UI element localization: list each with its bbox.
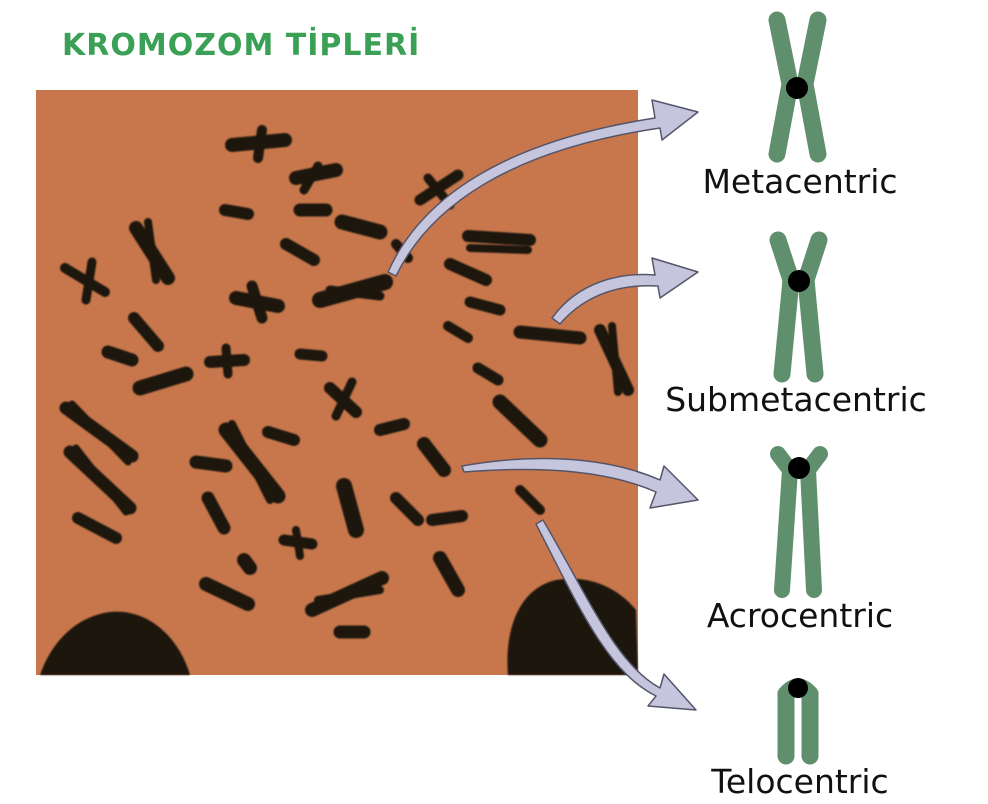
chromosome-spread bbox=[40, 125, 638, 675]
interphase-nucleus bbox=[507, 578, 638, 675]
photo-chromosome bbox=[68, 400, 132, 466]
photo-chromosome bbox=[390, 492, 424, 526]
centromere bbox=[788, 457, 810, 479]
arrow-to-metacentric bbox=[387, 99, 699, 277]
chromatid bbox=[770, 446, 799, 598]
photo-chromosome bbox=[128, 312, 164, 352]
photo-chromosome bbox=[336, 478, 364, 538]
photo-chromosome bbox=[228, 420, 274, 504]
photo-chromosome bbox=[299, 161, 323, 195]
label-telocentric: Telocentric bbox=[711, 762, 889, 801]
photo-chromosome bbox=[417, 437, 451, 477]
chromatid bbox=[799, 446, 828, 598]
photo-chromosome bbox=[101, 345, 139, 367]
acrocentric-chromosome bbox=[770, 446, 828, 598]
label-submetacentric: Submetacentric bbox=[665, 380, 927, 419]
arrow-to-acrocentric bbox=[461, 457, 699, 509]
photo-chromosome bbox=[72, 512, 122, 544]
photo-chromosome bbox=[219, 204, 254, 220]
label-acrocentric: Acrocentric bbox=[706, 596, 894, 635]
photo-chromosome bbox=[515, 485, 545, 515]
photo-chromosome bbox=[253, 125, 267, 163]
photo-chromosome bbox=[374, 418, 410, 436]
photo-chromosome bbox=[132, 366, 194, 396]
page-title: KROMOZOM TİPLERİ bbox=[62, 28, 421, 63]
photo-chromosome bbox=[246, 280, 268, 324]
centromere bbox=[786, 77, 808, 99]
label-metacentric: Metacentric bbox=[702, 162, 898, 201]
photo-chromosome bbox=[443, 321, 473, 343]
photo-chromosome bbox=[81, 257, 97, 305]
photo-chromosome bbox=[334, 214, 388, 240]
photo-chromosome bbox=[262, 426, 300, 446]
photo-chromosome bbox=[221, 343, 233, 379]
photo-chromosome bbox=[462, 230, 536, 246]
photo-chromosome bbox=[325, 285, 385, 301]
metacentric-chromosome bbox=[768, 11, 827, 163]
photo-chromosome bbox=[492, 394, 548, 448]
photo-chromosome bbox=[199, 577, 255, 611]
photo-chromosome bbox=[426, 510, 468, 526]
karyotype-photo bbox=[36, 90, 638, 675]
photo-chromosome bbox=[72, 444, 130, 516]
photo-chromosome bbox=[144, 218, 160, 284]
chromatid bbox=[797, 231, 828, 383]
submetacentric-chromosome bbox=[769, 231, 828, 383]
photo-chromosome bbox=[294, 348, 328, 362]
photo-chromosome bbox=[472, 362, 504, 386]
photo-chromosome bbox=[433, 551, 465, 597]
telocentric-chromosome bbox=[777, 678, 819, 765]
arrow-to-telocentric bbox=[535, 519, 697, 711]
chromosome-type-diagrams bbox=[768, 11, 828, 765]
chromatid bbox=[769, 231, 800, 383]
photo-chromosome bbox=[464, 296, 506, 316]
photo-chromosome bbox=[466, 244, 532, 254]
photo-chromosome bbox=[331, 377, 357, 421]
photo-chromosome bbox=[189, 455, 233, 473]
photo-chromosome bbox=[314, 586, 384, 604]
photo-chromosome bbox=[444, 258, 492, 286]
centromere bbox=[788, 270, 810, 292]
photo-chromosome bbox=[292, 526, 304, 560]
photo-chromosome bbox=[201, 491, 231, 535]
photo-chromosome bbox=[280, 238, 320, 266]
interphase-nucleus bbox=[40, 611, 190, 675]
photo-chromosome bbox=[608, 322, 622, 396]
arrows bbox=[387, 99, 699, 711]
arrow-to-submetacentric bbox=[551, 257, 699, 325]
centromere bbox=[788, 678, 808, 698]
photo-chromosome bbox=[237, 553, 257, 575]
photo-chromosome bbox=[513, 325, 587, 345]
